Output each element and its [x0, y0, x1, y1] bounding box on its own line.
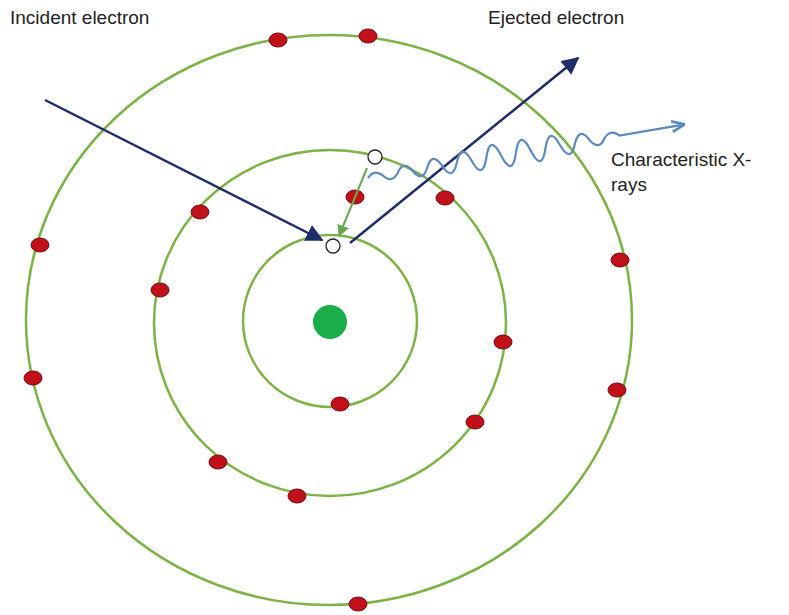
incident-label: Incident electron [10, 6, 230, 31]
inner-shell [243, 235, 417, 407]
transition-arrow [339, 168, 367, 236]
outer-shell [26, 35, 632, 605]
middle-shell [154, 150, 506, 496]
electrons [24, 29, 629, 611]
vacancy [326, 239, 340, 253]
xray-label: Characteristic X-rays [611, 148, 761, 197]
vacancy [368, 150, 382, 164]
incident-arrow [45, 100, 322, 240]
nucleus [313, 305, 347, 339]
ejected-arrow [350, 58, 578, 243]
ejected-label: Ejected electron [488, 6, 728, 31]
